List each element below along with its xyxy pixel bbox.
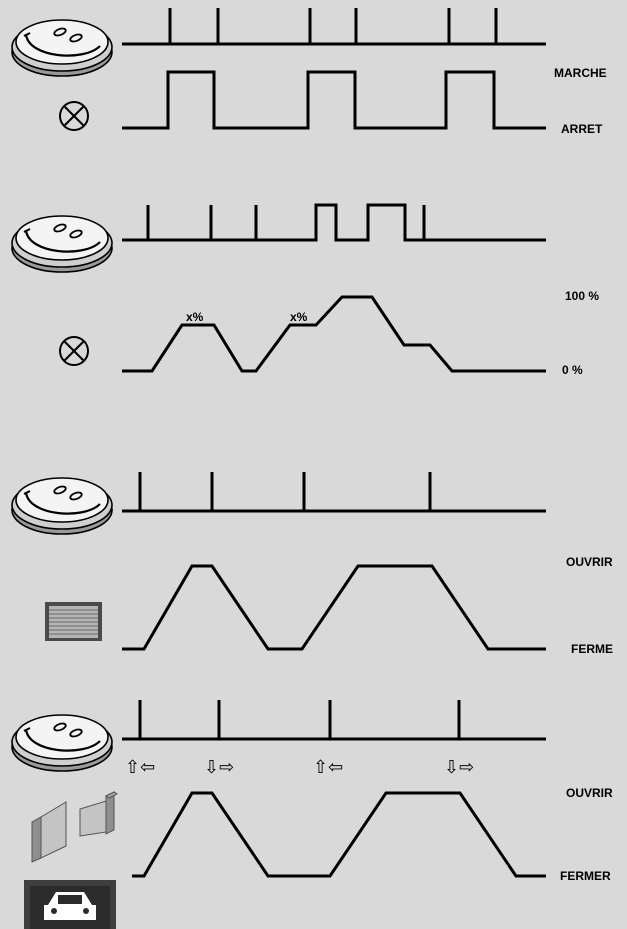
push-button-smiley-icon — [10, 18, 114, 78]
level-label: x% — [186, 310, 204, 324]
swing-gate-icon — [31, 791, 118, 863]
push-button-smiley-icon — [10, 214, 114, 274]
state-label-low: 0 % — [562, 363, 583, 377]
push-button-smiley-icon — [10, 476, 114, 536]
push-button-smiley-icon — [10, 713, 114, 773]
input-pulse-signal — [122, 700, 546, 741]
garage-door-car-icon — [24, 880, 116, 929]
output-dim-level-signal — [122, 295, 546, 373]
lamp-cross-icon — [59, 336, 89, 366]
output-state-signal — [122, 70, 546, 130]
output-position-signal — [132, 791, 546, 878]
input-pulse-signal — [122, 472, 546, 513]
level-label: x% — [290, 310, 308, 324]
state-label-low: FERME — [571, 642, 613, 656]
state-label-high: MARCHE — [554, 66, 607, 80]
state-label-low: ARRET — [561, 122, 603, 136]
input-press-signal — [122, 203, 546, 242]
section-gate: ⇧⇦ ⇩⇨ ⇧⇦ ⇩⇨ OUVRIR FERMER — [10, 700, 613, 929]
lamp-cross-icon — [59, 101, 89, 131]
section-switch: MARCHE ARRET — [10, 8, 607, 136]
state-label-low: FERMER — [560, 869, 611, 883]
state-label-high: 100 % — [565, 289, 599, 303]
section-dimmer: x% x% 100 % 0 % — [10, 203, 599, 377]
direction-arrows: ⇩⇨ — [204, 757, 234, 778]
direction-arrows: ⇧⇦ — [313, 757, 343, 778]
output-position-signal — [122, 564, 546, 651]
direction-arrows: ⇩⇨ — [444, 757, 474, 778]
direction-arrows: ⇧⇦ — [125, 757, 155, 778]
roller-shutter-icon — [45, 602, 102, 641]
state-label-high: OUVRIR — [566, 555, 613, 569]
section-shutter: OUVRIR FERME — [10, 472, 613, 656]
state-label-high: OUVRIR — [566, 786, 613, 800]
input-pulse-signal — [122, 8, 546, 46]
